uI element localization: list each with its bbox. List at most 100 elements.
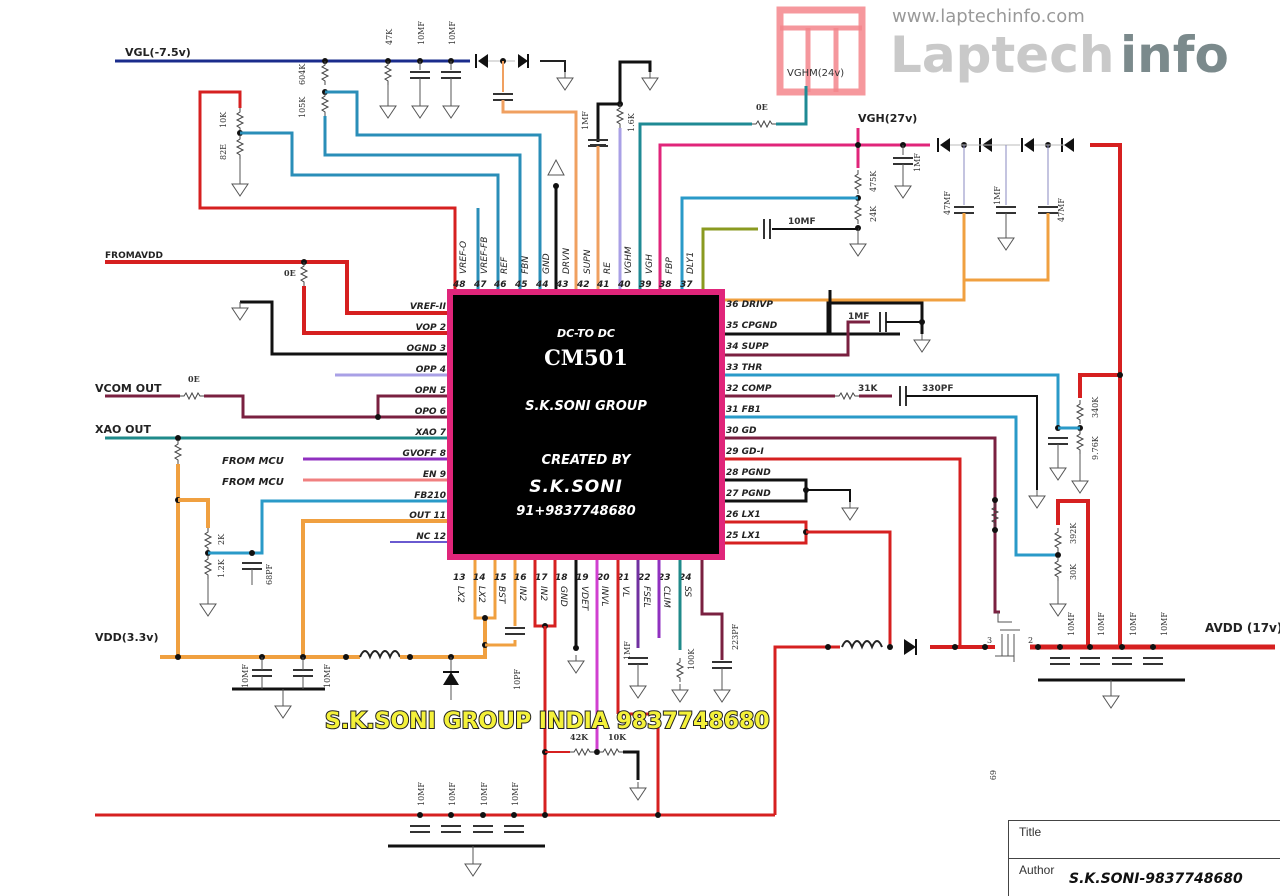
label-r-0e-vcom: 0E <box>188 374 200 384</box>
svg-text:26 LX1: 26 LX1 <box>726 510 761 520</box>
svg-text:45: 45 <box>514 280 528 290</box>
svg-text:FBN: FBN <box>521 256 531 274</box>
label-c-1mf-vl: 1MF <box>623 641 632 660</box>
svg-text:30 GD: 30 GD <box>726 426 757 436</box>
label-r-604k: 604K <box>298 63 307 85</box>
svg-text:GVOFF 8: GVOFF 8 <box>402 449 446 459</box>
svg-text:32 COMP: 32 COMP <box>726 384 772 394</box>
svg-text:36 DRIVP: 36 DRIVP <box>726 300 773 310</box>
label-r-340k: 340K <box>1091 396 1100 418</box>
svg-text:DRVN: DRVN <box>562 248 572 274</box>
svg-text:44: 44 <box>535 280 549 290</box>
svg-text:DLY1: DLY1 <box>686 252 696 274</box>
label-c-47mf-1: 47MF <box>943 191 952 215</box>
label-r-392k: 392K <box>1069 522 1078 544</box>
svg-text:IN2: IN2 <box>538 586 548 601</box>
author-value: S.K.SONI-9837748680 <box>1069 871 1243 887</box>
svg-text:33 THR: 33 THR <box>726 363 762 373</box>
net-label-from-mcu-1: FROM MCU <box>222 456 284 467</box>
svg-text:RE: RE <box>603 262 613 274</box>
banner-text: S.K.SONI GROUP INDIA 9837748680 <box>325 709 770 734</box>
svg-text:IN2: IN2 <box>517 586 527 601</box>
svg-text:OPO 6: OPO 6 <box>415 407 446 417</box>
chip-group: S.K.SONI GROUP <box>525 399 647 414</box>
net-label-vdd: VDD(3.3v) <box>95 631 159 644</box>
svg-text:46: 46 <box>493 280 507 290</box>
svg-text:41: 41 <box>596 280 610 290</box>
svg-text:OPN 5: OPN 5 <box>415 386 446 396</box>
svg-text:39: 39 <box>639 280 652 290</box>
svg-text:21: 21 <box>617 573 630 583</box>
label-r-42k: 42K <box>570 732 589 742</box>
svg-text:28 PGND: 28 PGND <box>726 468 771 478</box>
mosfet-icon <box>995 612 1020 662</box>
svg-text:31 FB1: 31 FB1 <box>726 405 761 415</box>
svg-text:43: 43 <box>555 280 569 290</box>
chip-type: DC-TO DC <box>557 327 615 340</box>
label-c-1mf-mid: 1MF <box>993 186 1002 205</box>
svg-text:14: 14 <box>473 573 486 583</box>
label-c-10mf-dly: 10MF <box>788 217 816 227</box>
label-r-2k: 2K <box>217 533 226 545</box>
label-c-avdd-1: 10MF <box>1067 612 1076 636</box>
svg-text:VREF-II: VREF-II <box>410 302 447 312</box>
svg-text:GND: GND <box>558 586 568 607</box>
label-r-31k: 31K <box>858 384 879 394</box>
diode-icon <box>904 639 916 655</box>
label-c-avdd-2: 10MF <box>1097 612 1106 636</box>
svg-text:VOP 2: VOP 2 <box>416 323 446 333</box>
svg-text:FB210: FB210 <box>414 491 446 501</box>
author-label: Author <box>1019 863 1055 877</box>
title-label: Title <box>1019 825 1042 839</box>
svg-text:15: 15 <box>494 573 507 583</box>
label-c-47mf-2: 47MF <box>1057 198 1066 222</box>
label-mosfet-pin-3: 3 <box>987 636 992 645</box>
label-c-avdd-4: 10MF <box>1160 612 1169 636</box>
chip-author: S.K.SONI <box>529 477 623 497</box>
svg-text:INVL: INVL <box>599 586 609 607</box>
label-r-24k: 24K <box>869 205 878 222</box>
svg-text:BST: BST <box>496 586 506 605</box>
title-block: Title Author S.K.SONI-9837748680 <box>1008 820 1280 896</box>
svg-text:LX2: LX2 <box>455 586 465 603</box>
svg-text:VREF-FB: VREF-FB <box>480 237 490 274</box>
watermark-logo <box>776 6 866 96</box>
net-label-vgl: VGL(-7.5v) <box>125 46 191 59</box>
svg-text:SS: SS <box>682 586 692 597</box>
pins-left: VREF-II VOP 2 OGND 3 OPP 4 OPN 5 OPO 6 X… <box>402 302 446 542</box>
svg-text:13: 13 <box>453 573 466 583</box>
label-r-100k: 100K <box>687 648 696 670</box>
svg-text:OGND 3: OGND 3 <box>407 344 446 354</box>
label-r-10k: 10K <box>219 111 228 128</box>
label-c-bottom-4: 10MF <box>511 782 520 806</box>
ic-cm501 <box>447 289 725 560</box>
label-c-avdd-3: 10MF <box>1129 612 1138 636</box>
watermark-url: www.laptechinfo.com <box>892 6 1085 27</box>
svg-text:VGHM: VGHM <box>624 246 634 274</box>
svg-text:SUPN: SUPN <box>583 249 593 274</box>
svg-text:17: 17 <box>535 573 548 583</box>
net-label-avdd: AVDD (17v) <box>1205 621 1280 635</box>
svg-text:EN 9: EN 9 <box>423 470 446 480</box>
svg-text:REF: REF <box>500 256 510 274</box>
svg-text:23: 23 <box>658 573 671 583</box>
label-r-0e-vghm: 0E <box>756 102 768 112</box>
svg-text:NC 12: NC 12 <box>416 532 446 542</box>
page-number: 69 <box>988 770 997 780</box>
net-label-xao-out: XAO OUT <box>95 423 151 436</box>
label-c-bottom-2: 10MF <box>448 782 457 806</box>
svg-text:OPP 4: OPP 4 <box>416 365 446 375</box>
svg-text:VGH: VGH <box>645 254 655 274</box>
pins-top: 48 47 46 45 44 43 42 41 40 39 38 37 VREF… <box>452 237 696 290</box>
svg-text:27 PGND: 27 PGND <box>726 489 771 499</box>
svg-text:47: 47 <box>473 280 487 290</box>
label-r-0e-avdd: 0E <box>284 268 296 278</box>
label-r-9-76k: 9.76K <box>1091 435 1100 460</box>
svg-text:VREF-O: VREF-O <box>459 241 469 274</box>
svg-text:18: 18 <box>555 573 568 583</box>
chip-created-by: CREATED BY <box>542 453 633 468</box>
svg-text:38: 38 <box>659 280 672 290</box>
net-label-from-mcu-2: FROM MCU <box>222 477 284 488</box>
label-c-223pf: 223PF <box>731 623 740 650</box>
